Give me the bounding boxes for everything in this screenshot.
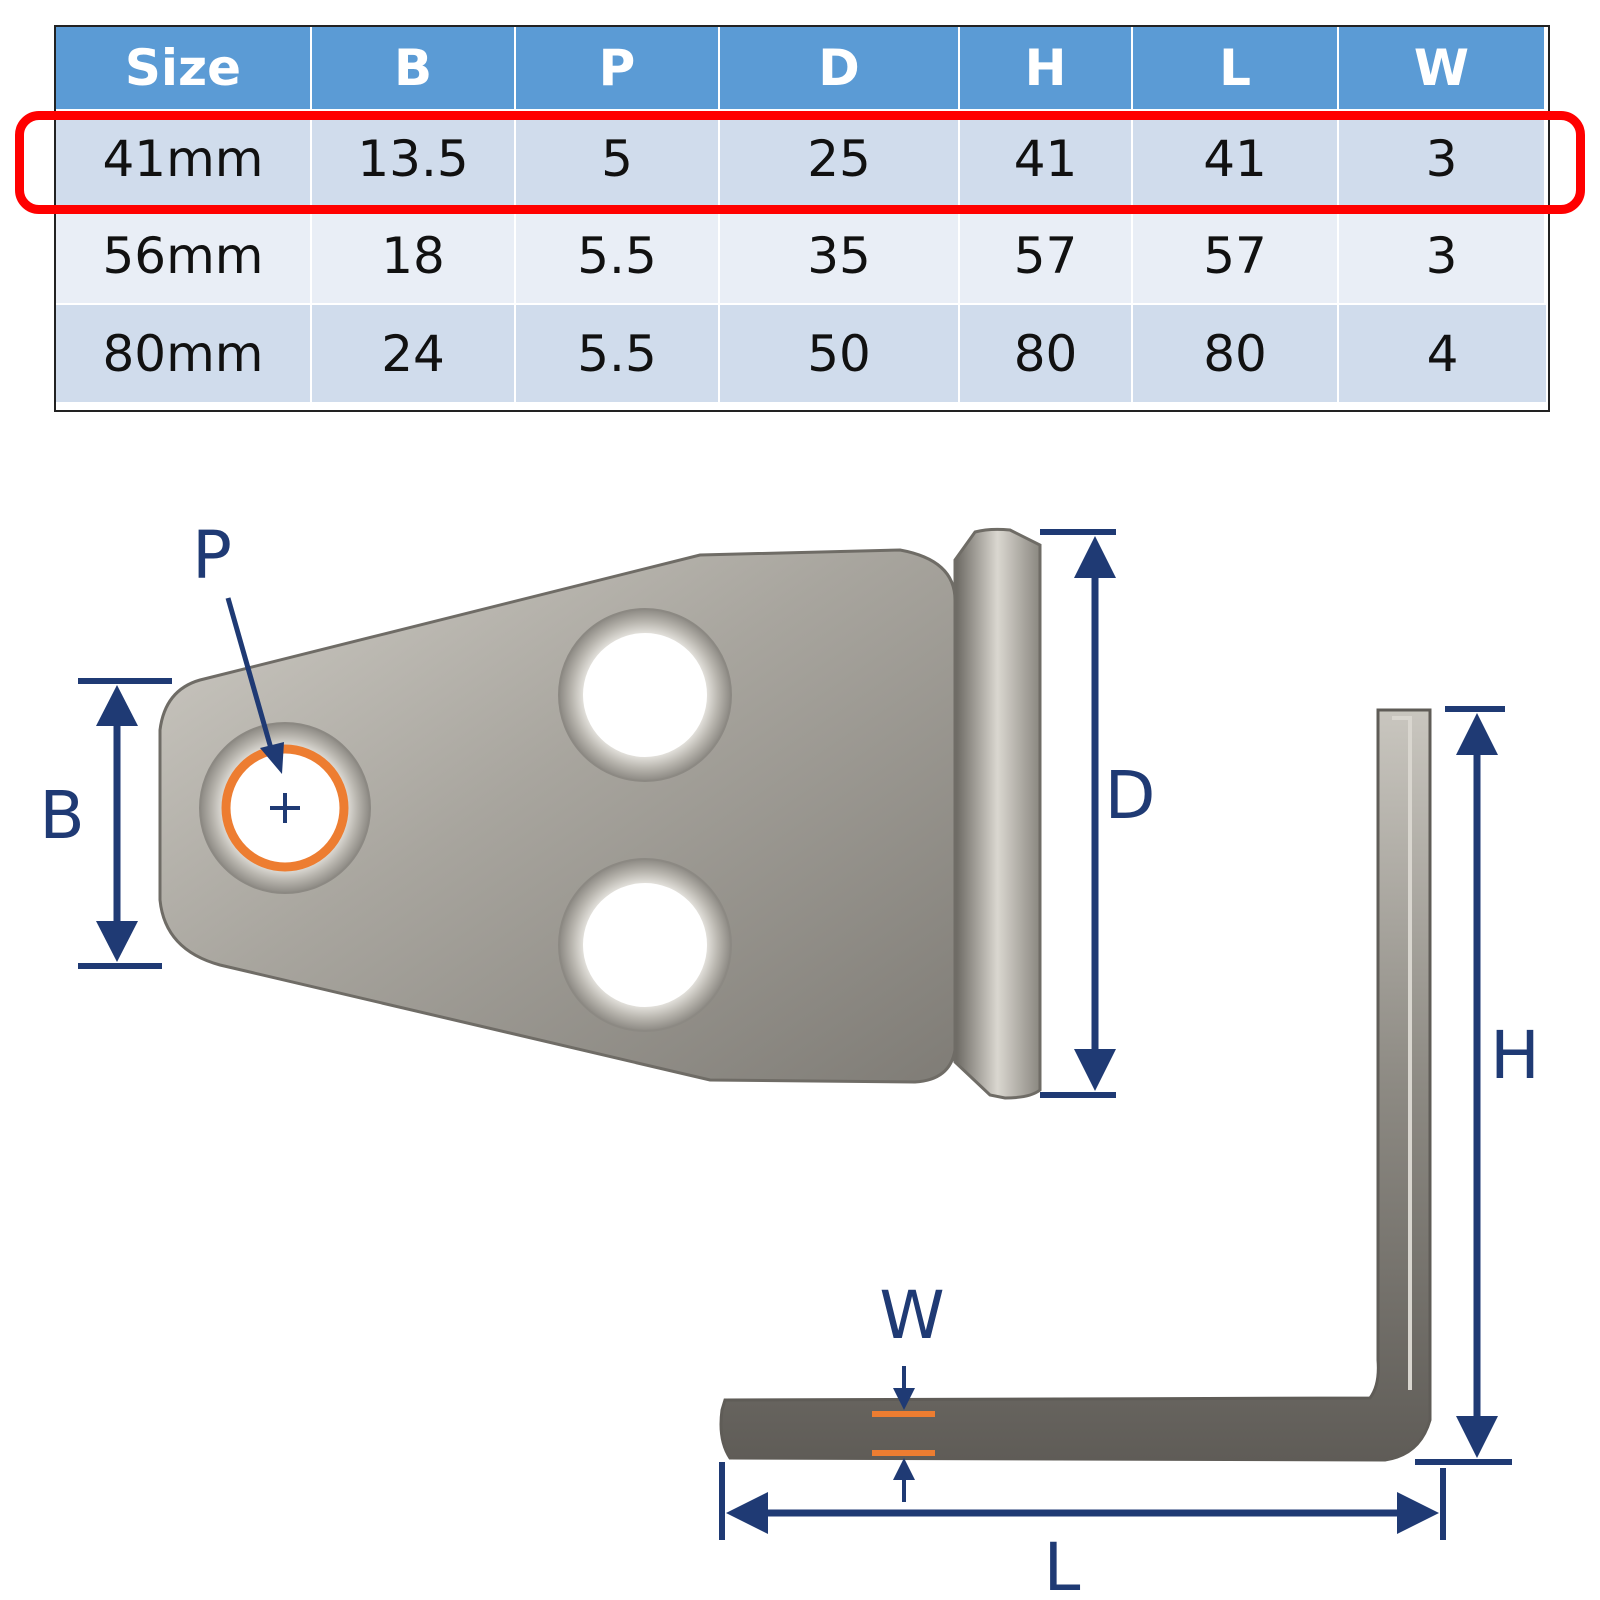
table-cell: 56mm [56,209,312,305]
table-cell: 3 [1339,209,1546,305]
label-h: H [1490,1017,1540,1094]
dimension-d [1040,529,1116,1098]
mounting-hole-upper [558,608,732,782]
dimension-lines [78,529,1512,1540]
bracket-side-profile [719,708,1432,1462]
dimension-l [719,1462,1446,1540]
label-b: B [39,777,84,854]
table-cell: 3 [1339,111,1546,209]
header-b: B [312,27,516,111]
spec-table: Size B P D H L W 41mm 13.5 5 25 41 41 3 … [54,25,1550,412]
label-p: P [192,517,232,594]
table-cell: 18 [312,209,516,305]
table-cell: 80 [1133,305,1339,402]
pin-hole [199,722,371,894]
table-cell: 24 [312,305,516,402]
mounting-hole-lower [558,858,732,1032]
center-mark-icon [270,793,300,823]
dimension-b [78,678,172,969]
bracket-bent-flange [953,527,1042,1100]
table-cell: 5 [516,111,720,209]
table-cell: 4 [1339,305,1546,402]
table-cell: 35 [720,209,960,305]
table-cell: 41 [1133,111,1339,209]
dimension-p-arrow [225,597,284,774]
table-cell: 13.5 [312,111,516,209]
dimension-w [893,1366,915,1502]
header-l: L [1133,27,1339,111]
label-d: D [1105,757,1156,834]
table-cell: 57 [1133,209,1339,305]
table-cell: 25 [720,111,960,209]
bracket-diagram: P B D H W L [39,517,1540,1600]
table-cell: 41mm [56,111,312,209]
side-profile-highlight [1392,716,1412,1390]
header-d: D [720,27,960,111]
label-w: W [879,1277,944,1354]
header-p: P [516,27,720,111]
bracket-plan-view [158,527,1042,1100]
dimension-h [1415,706,1512,1465]
table-cell: 57 [960,209,1133,305]
header-size: Size [56,27,312,111]
header-w: W [1339,27,1546,111]
label-l: L [1044,1529,1081,1600]
table-cell: 80mm [56,305,312,402]
bracket-plate [158,548,957,1084]
table-cell: 5.5 [516,209,720,305]
table-cell: 80 [960,305,1133,402]
header-h: H [960,27,1133,111]
bracket-side-view [719,708,1432,1462]
table-cell: 5.5 [516,305,720,402]
table-cell: 41 [960,111,1133,209]
table-cell: 50 [720,305,960,402]
